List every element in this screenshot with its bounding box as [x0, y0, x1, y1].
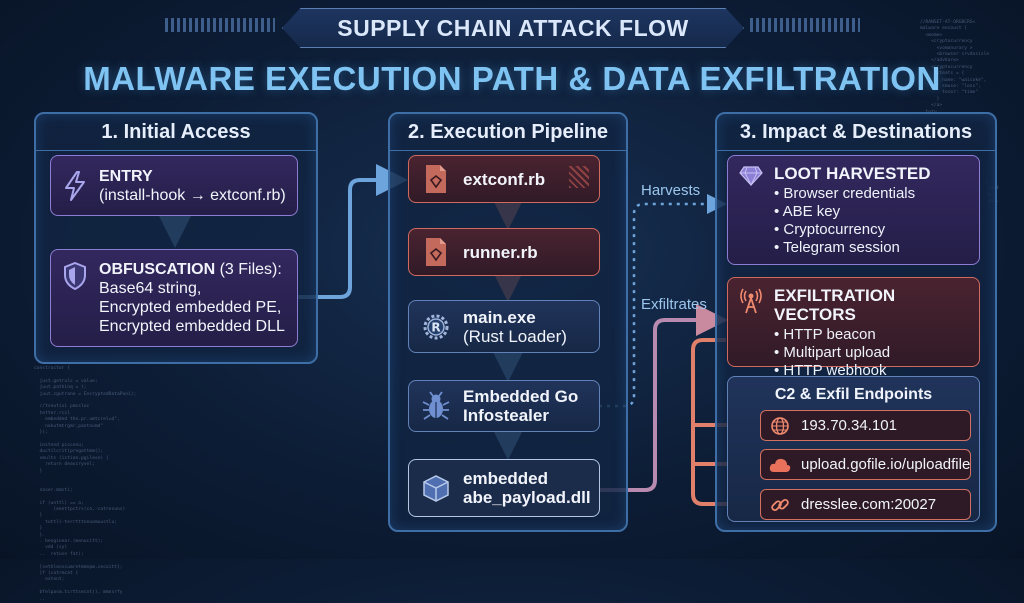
endpoint-domain: dresslee.com:20027	[760, 489, 971, 520]
obfuscation-count: (3 Files):	[219, 261, 282, 278]
banner-title: SUPPLY CHAIN ATTACK FLOW	[337, 14, 689, 41]
obfuscation-file: Encrypted embedded PE,	[99, 299, 282, 316]
obfuscation-label: OBFUSCATION	[99, 261, 216, 278]
step-sublabel: Infostealer	[463, 406, 549, 425]
endpoint-value: 193.70.34.101	[801, 417, 897, 434]
code-texture-bottom-left: constructor { just.getrulc = value; juut…	[34, 366, 137, 602]
link-icon	[769, 495, 791, 515]
entry-label: ENTRY	[99, 167, 153, 185]
loot-item: Cryptocurrency	[774, 221, 930, 239]
shield-icon	[61, 262, 89, 290]
exfil-vectors-card: EXFILTRATION VECTORS HTTP beacon Multipa…	[727, 277, 980, 379]
exfil-item: Multipart upload	[774, 344, 979, 362]
banner-stripes-left	[165, 18, 275, 32]
label-exfiltrates: Exfiltrates	[641, 296, 707, 313]
page-headline: MALWARE EXECUTION PATH & DATA EXFILTRATI…	[83, 60, 941, 97]
exfil-item: HTTP beacon	[774, 326, 979, 344]
step-go-infostealer: Embedded Go Infostealer	[408, 380, 600, 432]
loot-item: ABE key	[774, 203, 930, 221]
hatch-decoration	[569, 166, 589, 188]
panel-title-execution: 2. Execution Pipeline	[390, 114, 626, 151]
step-runner: runner.rb	[408, 228, 600, 276]
entry-card: ENTRY (install-hook → extconf.rb)	[50, 155, 298, 216]
antenna-icon	[738, 288, 764, 314]
ruby-file-icon	[421, 164, 451, 194]
panel-title-impact: 3. Impact & Destinations	[717, 114, 995, 151]
step-abe-payload: embedded abe_payload.dll	[408, 459, 600, 517]
endpoint-value: dresslee.com:20027	[801, 496, 937, 513]
loot-item: Browser credentials	[774, 185, 930, 203]
exfil-item: HTTP webhook	[774, 362, 979, 380]
step-sublabel: (Rust Loader)	[463, 326, 567, 346]
loot-card: LOOT HARVESTED Browser credentials ABE k…	[727, 155, 980, 265]
banner-stripes-right	[750, 18, 860, 32]
endpoints-title: C2 & Exfil Endpoints	[774, 386, 933, 403]
loot-item: Telegram session	[774, 239, 930, 257]
endpoint-ip: 193.70.34.101	[760, 410, 971, 441]
step-label: Embedded Go	[463, 387, 579, 406]
obfuscation-file: Encrypted embedded DLL	[99, 318, 285, 335]
step-main-exe: R main.exe (Rust Loader)	[408, 300, 600, 353]
cloud-icon	[769, 457, 791, 473]
code-texture-top-right: //RANSET-AT-ORGBCRS< malware encoust { <…	[920, 20, 990, 115]
entry-detail: (install-hook → extconf.rb)	[99, 186, 286, 204]
endpoint-value: upload.gofile.io/uploadfile	[801, 456, 971, 473]
endpoint-gofile: upload.gofile.io/uploadfile	[760, 449, 971, 480]
package-box-icon	[421, 473, 451, 503]
step-label: embedded	[463, 469, 549, 488]
globe-icon	[769, 416, 791, 436]
step-extconf: extconf.rb	[408, 155, 600, 203]
bug-icon	[421, 391, 451, 421]
diamond-icon	[738, 166, 764, 186]
banner: SUPPLY CHAIN ATTACK FLOW	[282, 8, 744, 48]
step-label: main.exe	[463, 307, 536, 327]
rust-gear-icon: R	[421, 312, 451, 342]
svg-text:R: R	[431, 320, 440, 334]
label-harvests: Harvests	[641, 182, 701, 199]
step-label: extconf.rb	[463, 169, 546, 189]
ruby-file-icon	[421, 237, 451, 267]
step-label: runner.rb	[463, 242, 538, 262]
obfuscation-card: OBFUSCATION (3 Files): Base64 string, En…	[50, 249, 298, 347]
lightning-icon	[61, 170, 89, 201]
exfil-title: EXFILTRATION VECTORS	[774, 286, 896, 324]
obfuscation-file: Base64 string,	[99, 280, 202, 297]
step-sublabel: abe_payload.dll	[463, 488, 591, 507]
loot-title: LOOT HARVESTED	[774, 164, 931, 183]
panel-title-initial-access: 1. Initial Access	[36, 114, 316, 151]
